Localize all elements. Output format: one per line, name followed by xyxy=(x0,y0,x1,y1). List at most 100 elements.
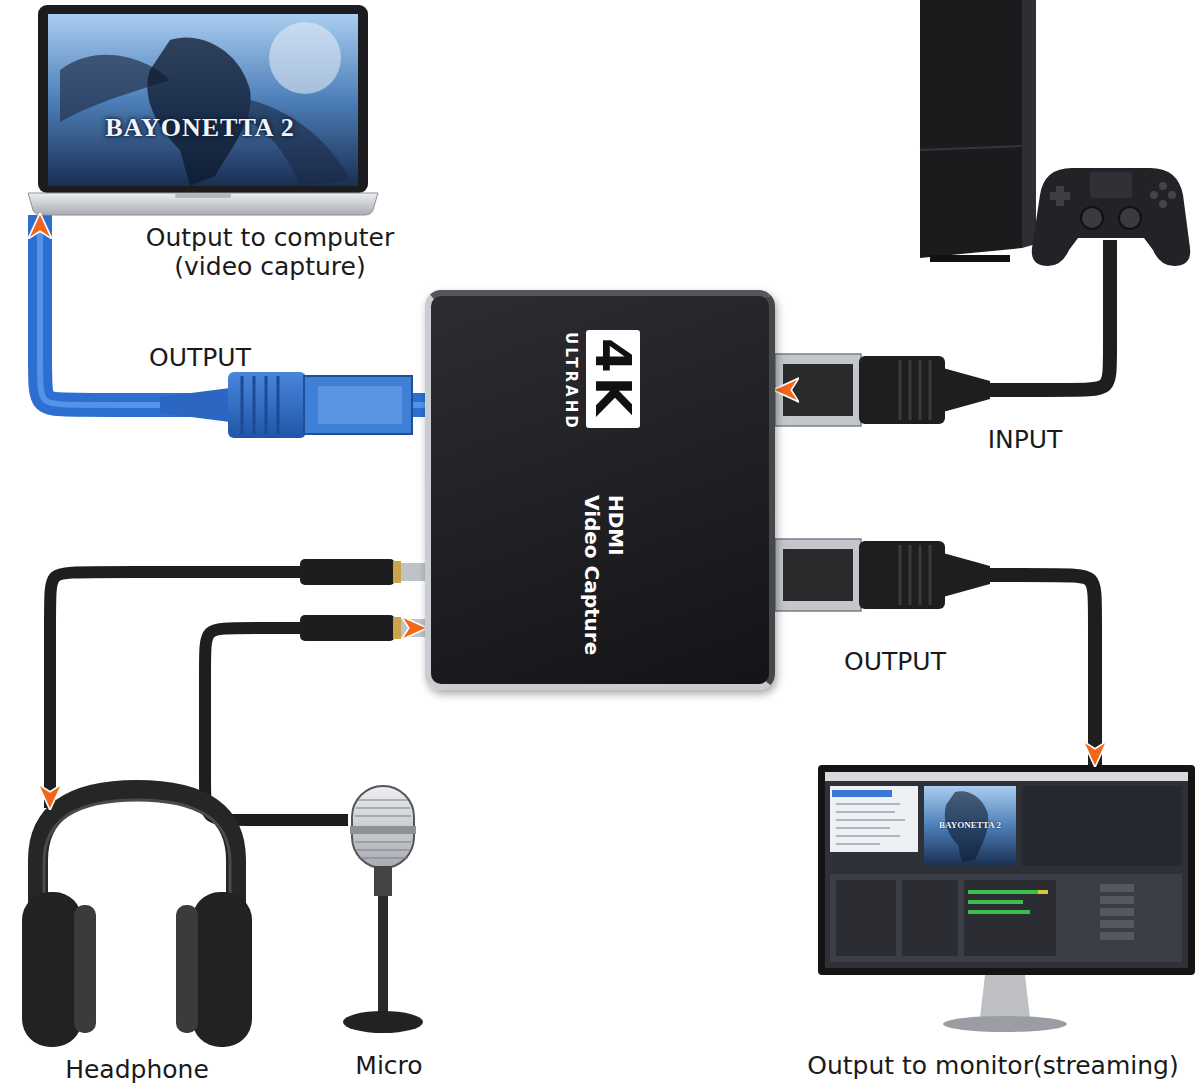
audio-plug xyxy=(300,559,395,585)
device-caption: Output to computer (video capture) xyxy=(115,224,425,282)
hdmi-plug xyxy=(775,539,990,611)
game-logo: BAYONETTA 2 xyxy=(105,114,294,143)
game-console-illustration xyxy=(1081,207,1103,229)
microphone-illustration xyxy=(358,858,408,859)
laptop-illustration xyxy=(175,193,231,198)
game-console-illustration xyxy=(1159,182,1167,190)
capture-device: 4KULTRAHDHDMIVideo Capture xyxy=(425,290,775,690)
monitor-illustration xyxy=(825,772,1188,968)
monitor-illustration xyxy=(924,786,1016,866)
microphone-illustration xyxy=(350,826,416,834)
port-label: OUTPUT xyxy=(146,344,254,373)
monitor-illustration xyxy=(836,804,905,844)
audio-plug xyxy=(401,619,425,637)
monitor-illustration xyxy=(1038,890,1048,894)
headphone-node: Headphone xyxy=(20,808,255,1050)
hdmi-plug xyxy=(859,356,945,424)
usb-plug xyxy=(277,376,280,434)
microphone-illustration xyxy=(356,808,410,809)
arrow-head xyxy=(40,215,425,405)
game-console-illustration xyxy=(1150,191,1158,199)
usb-plug xyxy=(318,386,402,424)
laptop-illustration xyxy=(48,14,358,186)
monitor-illustration xyxy=(836,843,880,845)
hdmi-plug xyxy=(943,368,990,412)
arrow-head xyxy=(775,240,1110,390)
monitor-illustration xyxy=(968,890,1038,894)
hdmi-plug xyxy=(783,364,853,416)
game-console-illustration xyxy=(1090,172,1132,198)
game-console-illustration xyxy=(1119,207,1141,229)
microphone-illustration xyxy=(343,1011,423,1033)
monitor-illustration xyxy=(836,835,900,837)
port-label: INPUT xyxy=(985,426,1066,455)
laptop-illustration xyxy=(147,37,250,186)
audio-plug xyxy=(300,559,425,585)
microphone-illustration xyxy=(343,786,423,1033)
arrow-head xyxy=(775,575,1095,765)
device-caption: Headphone xyxy=(65,1056,209,1085)
hdmi-plug xyxy=(783,549,853,601)
audio-plug xyxy=(393,617,401,639)
headphone-illustration xyxy=(176,905,198,1033)
badge-subtitle: ULTRAHD xyxy=(562,332,579,431)
hdmi-plug xyxy=(909,360,912,420)
arrow-head xyxy=(50,572,425,808)
usb-plug xyxy=(253,376,256,434)
monitor-illustration xyxy=(825,772,1188,781)
microphone-node: Micro xyxy=(348,783,430,1035)
usb-plug xyxy=(241,376,244,434)
usb-plug xyxy=(160,372,412,438)
laptop-illustration xyxy=(28,5,378,215)
monitor-illustration xyxy=(1100,884,1134,892)
microphone-illustration xyxy=(378,896,388,1014)
usb-plug xyxy=(242,376,278,434)
usb-plug xyxy=(265,376,268,434)
headphone-illustration xyxy=(22,790,252,1047)
device-caption: Micro xyxy=(355,1052,422,1081)
game-console-illustration xyxy=(930,255,1010,262)
monitor-illustration xyxy=(818,765,1195,975)
game-console-illustration xyxy=(1168,191,1176,199)
monitor-illustration xyxy=(1100,920,1134,928)
hdmi-plug xyxy=(909,545,912,605)
monitor-illustration xyxy=(832,790,892,797)
monitor-illustration xyxy=(902,880,958,956)
monitor-illustration xyxy=(836,803,900,805)
device-face: 4KULTRAHDHDMIVideo Capture xyxy=(431,296,769,684)
monitor-illustration xyxy=(830,874,1182,962)
hdmi-plug xyxy=(943,553,990,597)
game-console-illustration xyxy=(1032,168,1190,266)
hdmi-plug xyxy=(899,545,902,605)
game-console-illustration xyxy=(1159,200,1167,208)
monitor-illustration xyxy=(968,910,1030,914)
hdmi-plug xyxy=(775,354,990,426)
product-name: Video Capture xyxy=(580,495,603,655)
usb-plug xyxy=(160,388,230,422)
monitor-illustration xyxy=(836,880,896,956)
hdmi-plug xyxy=(919,360,922,420)
console-node xyxy=(912,2,1190,240)
laptop-illustration xyxy=(269,22,341,94)
hdmi-plug xyxy=(929,545,932,605)
monitor-illustration xyxy=(836,827,890,829)
hdmi-plug xyxy=(929,360,932,420)
brand-text: HDMI xyxy=(604,495,627,556)
audio-plug xyxy=(300,615,425,641)
headphone-illustration xyxy=(74,905,96,1033)
headphone-illustration xyxy=(22,892,82,1047)
monitor-illustration xyxy=(836,811,895,813)
monitor-illustration xyxy=(1100,896,1134,904)
laptop-illustration xyxy=(28,193,378,215)
usb-plug xyxy=(228,372,306,438)
game-console-illustration xyxy=(1022,0,1036,248)
monitor-illustration xyxy=(818,765,1195,1032)
cable-connector xyxy=(50,572,425,808)
microphone-illustration xyxy=(374,866,392,896)
monitor-illustration xyxy=(964,880,1056,956)
audio-plug xyxy=(300,615,395,641)
monitor-illustration xyxy=(1100,908,1134,916)
port-label: OUTPUT xyxy=(841,648,949,677)
monitor-illustration xyxy=(830,786,918,852)
